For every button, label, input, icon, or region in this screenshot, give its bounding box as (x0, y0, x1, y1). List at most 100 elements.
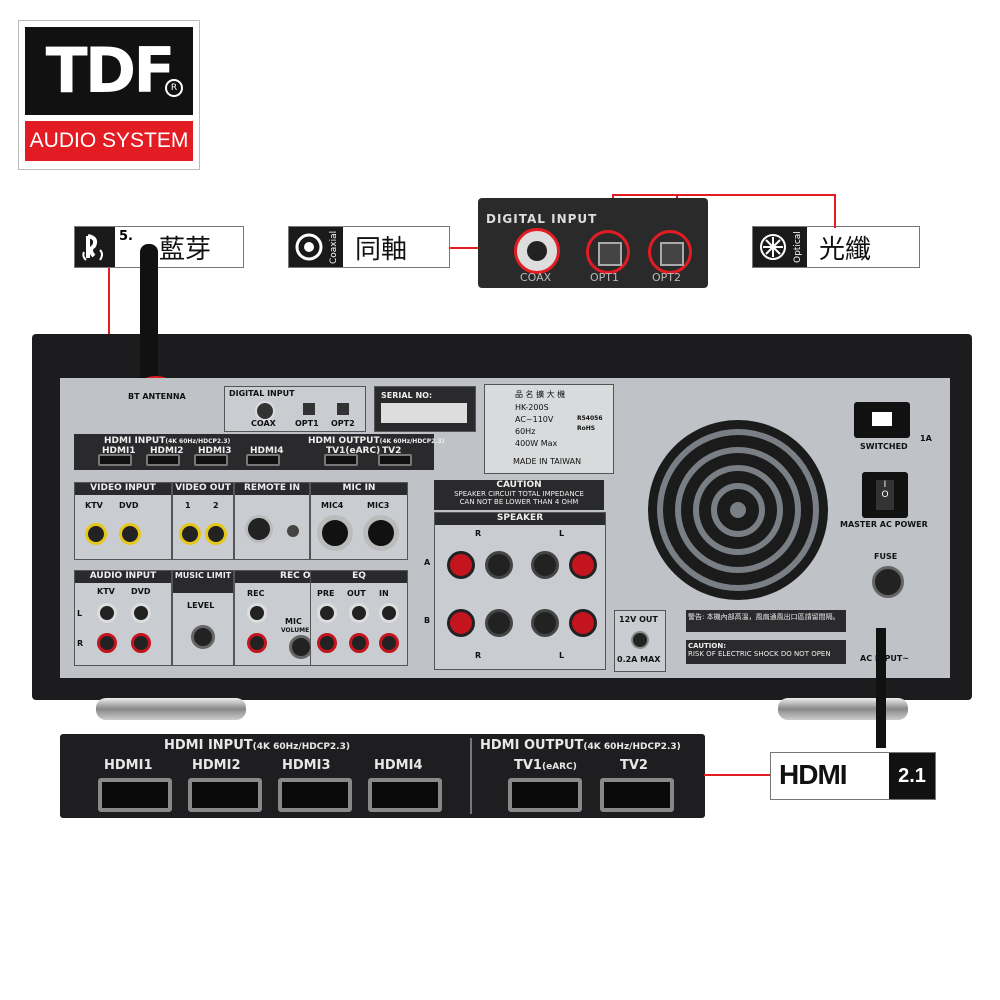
panel-hdmi4-port[interactable] (246, 454, 280, 466)
video-out-2-jack[interactable] (205, 523, 227, 545)
music-limit-title: MUSIC LIMIT (173, 571, 233, 593)
video-out-section: VIDEO OUT 1 2 (172, 482, 234, 560)
switched-label: SWITCHED (860, 442, 908, 451)
caution-title: CAUTION (496, 480, 542, 490)
panel-opt1-jack[interactable] (303, 403, 315, 415)
hdmi-zoom-hdmi1-port[interactable] (98, 778, 172, 812)
panel-hdmi2-port[interactable] (146, 454, 180, 466)
video-input-ktv-jack[interactable] (85, 523, 107, 545)
panel-hdmi-out-spec: (4K 60Hz/HDCP2.3) (379, 438, 445, 445)
speaker-b-r-pos[interactable] (447, 609, 475, 637)
speaker-a-r-neg[interactable] (485, 551, 513, 579)
opt1-jack[interactable] (586, 230, 630, 274)
hdmi-zoom-hdmi2-label: HDMI2 (192, 758, 241, 773)
hdmi-zoom-hdmi4-label: HDMI4 (374, 758, 423, 773)
audio-dvd-r-jack[interactable] (131, 633, 151, 653)
spec-freq: 60Hz (515, 427, 536, 436)
opt1-label: OPT1 (590, 271, 620, 284)
eq-in-r-jack[interactable] (379, 633, 399, 653)
opt2-jack[interactable] (648, 230, 692, 274)
cooling-fan (648, 420, 828, 600)
hdmi-zoom-hdmi4-port[interactable] (368, 778, 442, 812)
speaker-b-l-neg[interactable] (531, 609, 559, 637)
hdmi-badge-text: HDMI (779, 759, 848, 790)
speaker-b-label: B (424, 616, 431, 625)
caution-line1: SPEAKER CIRCUIT TOTAL IMPEDANCE (454, 490, 584, 498)
eq-pre-l-jack[interactable] (317, 603, 337, 623)
warning-caution-box: CAUTION: RISK OF ELECTRIC SHOCK DO NOT O… (686, 640, 846, 664)
panel-tv2-port[interactable] (378, 454, 412, 466)
hdmi-zoom-hdmi3-label: HDMI3 (282, 758, 331, 773)
speaker-a-r-pos[interactable] (447, 551, 475, 579)
video-input-dvd-jack[interactable] (119, 523, 141, 545)
panel-hdmi3-port[interactable] (194, 454, 228, 466)
eq-out-label: OUT (347, 589, 366, 598)
optical-side-label: Optical (793, 227, 807, 267)
video-out-2: 2 (213, 501, 219, 510)
panel-coax-jack[interactable] (255, 401, 275, 421)
speaker-a-l-neg[interactable] (531, 551, 559, 579)
panel-opt2-label: OPT2 (331, 419, 355, 428)
hdmi-zoom-tv2-port[interactable] (600, 778, 674, 812)
audio-ktv-l-jack[interactable] (97, 603, 117, 623)
mic3-jack[interactable] (363, 515, 399, 551)
brand-tagline: AUDIO SYSTEM (25, 121, 193, 161)
mic3-label: MIC3 (367, 501, 390, 510)
panel-hdmi4-label: HDMI4 (250, 446, 284, 456)
mic-volume-knob[interactable] (289, 635, 313, 659)
video-input-ktv: KTV (85, 501, 103, 510)
coaxial-label: 同軸 (355, 234, 408, 265)
hdmi-zoom-tv1-label: TV1 (514, 758, 542, 773)
optical-icon (753, 227, 793, 267)
hdmi-zoom-hdmi2-port[interactable] (188, 778, 262, 812)
rec-mic-label: MIC (285, 617, 302, 626)
hdmi-zoom-tv1-port[interactable] (508, 778, 582, 812)
panel-hdmi1-port[interactable] (98, 454, 132, 466)
audio-input-ktv: KTV (97, 587, 115, 596)
coax-jack[interactable] (514, 228, 560, 274)
fuse-holder[interactable] (872, 566, 904, 598)
eq-in-l-jack[interactable] (379, 603, 399, 623)
dc-out-title: 12V OUT (619, 615, 658, 624)
video-out-title: VIDEO OUT (173, 483, 233, 495)
video-input-dvd: DVD (119, 501, 139, 510)
bt-antenna[interactable] (140, 244, 158, 394)
panel-opt2-jack[interactable] (337, 403, 349, 415)
remote-in-section: REMOTE IN (234, 482, 310, 560)
video-out-1-jack[interactable] (179, 523, 201, 545)
video-input-section: VIDEO INPUT KTV DVD (74, 482, 172, 560)
panel-tv1-label: TV1(eARC) (326, 446, 381, 456)
mic4-jack[interactable] (317, 515, 353, 551)
coaxial-icon (289, 227, 329, 267)
digital-input-title: DIGITAL INPUT (486, 212, 598, 226)
hdmi-badge-version: 2.1 (889, 753, 935, 799)
eq-out-r-jack[interactable] (349, 633, 369, 653)
hdmi-zoom-tv1-suffix: (eARC) (541, 762, 577, 772)
speaker-r-top: R (475, 529, 482, 538)
remote-aux-jack[interactable] (285, 523, 301, 539)
switched-outlet[interactable] (854, 402, 910, 438)
eq-out-l-jack[interactable] (349, 603, 369, 623)
remote-in-jack[interactable] (245, 515, 273, 543)
bluetooth-label: 藍芽 (159, 234, 212, 265)
speaker-a-l-pos[interactable] (569, 551, 597, 579)
rec-l-jack[interactable] (247, 603, 267, 623)
dc-out-jack[interactable] (631, 631, 649, 649)
panel-hdmi1-label: HDMI1 (102, 446, 136, 456)
caution-box: CAUTION SPEAKER CIRCUIT TOTAL IMPEDANCE … (434, 480, 604, 510)
speaker-b-l-pos[interactable] (569, 609, 597, 637)
eq-pre-r-jack[interactable] (317, 633, 337, 653)
panel-tv1-port[interactable] (324, 454, 358, 466)
spec-cert: R54056 (577, 415, 603, 422)
audio-ktv-r-jack[interactable] (97, 633, 117, 653)
hdmi-zoom-hdmi3-port[interactable] (278, 778, 352, 812)
rec-r-jack[interactable] (247, 633, 267, 653)
audio-input-title: AUDIO INPUT (75, 571, 171, 583)
audio-dvd-l-jack[interactable] (131, 603, 151, 623)
panel-opt1-label: OPT1 (295, 419, 319, 428)
video-input-title: VIDEO INPUT (75, 483, 171, 495)
music-limit-knob[interactable] (191, 625, 215, 649)
hdmi-zoom-input-title: HDMI INPUT (164, 738, 253, 753)
speaker-b-r-neg[interactable] (485, 609, 513, 637)
